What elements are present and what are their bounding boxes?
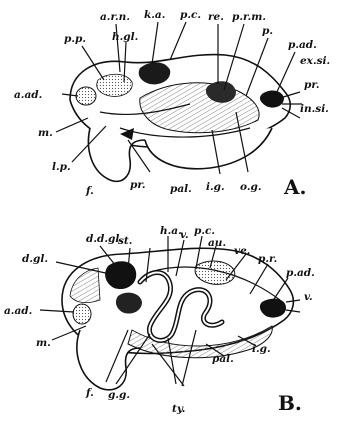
label-a-og: o.g.: [240, 181, 261, 193]
label-b-gg: g.g.: [108, 389, 130, 401]
label-a-pr-right: pr.: [304, 79, 320, 91]
label-a-p: p.: [262, 25, 273, 37]
label-b-ve: ve.: [234, 245, 250, 257]
label-b-pal: pal.: [212, 353, 234, 365]
label-a-m: m.: [38, 127, 53, 139]
figure-a: a.r.n. p.p. h.gl. k.a. p.c. re. p.r.m. p…: [14, 9, 330, 199]
label-b-aad: a.ad.: [4, 305, 32, 317]
figure-b: d.d.gl. st. h.a. v. p.c. au. d.gl. ve. p…: [4, 225, 315, 415]
label-b-ha: h.a.: [160, 225, 182, 237]
label-b-ig: i.g.: [252, 343, 271, 355]
label-a-f: f.: [85, 185, 94, 197]
label-a-insi: in.si.: [300, 103, 329, 115]
label-b-au: au.: [208, 237, 226, 249]
label-b-pc: p.c.: [194, 225, 215, 237]
digestive-gland-b: [105, 261, 136, 289]
label-a-ka: k.a.: [144, 9, 165, 21]
label-a-exsi: ex.si.: [300, 55, 330, 67]
label-b-dgl: d.gl.: [22, 253, 48, 265]
label-a-pr-bottom: pr.: [130, 179, 146, 191]
label-b-v-right: v.: [304, 291, 313, 303]
label-a-pc: p.c.: [180, 9, 201, 21]
label-b-f: f.: [85, 387, 94, 399]
label-a-ig: i.g.: [206, 181, 225, 193]
label-a-prm: p.r.m.: [232, 11, 266, 23]
label-b-ty: ty.: [172, 403, 185, 415]
label-a-re: re.: [208, 11, 224, 23]
label-a-hgl: h.gl.: [112, 31, 138, 43]
label-b-st: st.: [118, 235, 132, 247]
anterior-adductor-b: [73, 304, 91, 324]
anterior-adductor-a: [76, 87, 96, 105]
panel-letter-b: B.: [278, 391, 302, 415]
label-b-v: v.: [180, 229, 189, 241]
label-a-lp: l.p.: [52, 161, 71, 173]
label-a-pp: p.p.: [64, 33, 86, 45]
label-a-aad: a.ad.: [14, 89, 42, 101]
panel-letter-a: A.: [283, 175, 306, 199]
label-b-pad: p.ad.: [286, 267, 315, 279]
label-b-pr: p.r.: [258, 253, 277, 265]
label-a-pal: pal.: [170, 183, 192, 195]
label-b-m: m.: [36, 337, 51, 349]
label-a-arn: a.r.n.: [100, 11, 130, 23]
label-a-pad: p.ad.: [288, 39, 317, 51]
